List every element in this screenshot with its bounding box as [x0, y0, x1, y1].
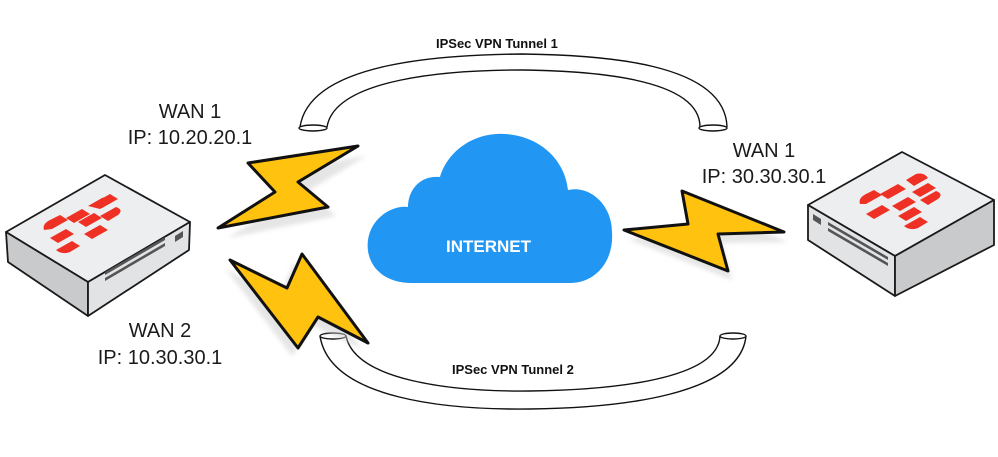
site-a-wan1-name: WAN 1	[158, 101, 222, 123]
lightning-bolt-icon	[622, 189, 788, 280]
lightning-bolt-icon	[216, 144, 366, 238]
site-a-wan2-ip: IP: 10.30.30.1	[97, 347, 223, 369]
site-b-wan1-name: WAN 1	[732, 140, 796, 162]
vpn-tunnel-1-label: IPSec VPN Tunnel 1	[436, 36, 558, 51]
vpn-tunnel-2-label: IPSec VPN Tunnel 2	[452, 362, 574, 377]
cloud-icon	[367, 133, 613, 283]
site-a-wan1-ip: IP: 10.20.20.1	[127, 127, 253, 149]
site-b-firewall-icon	[807, 151, 995, 297]
vpn-tunnel-1-pipe	[298, 53, 728, 132]
site-a-firewall-icon	[5, 174, 191, 317]
internet-label: INTERNET	[446, 237, 531, 256]
lightning-bolt-icon	[226, 252, 370, 356]
site-a-wan2-name: WAN 2	[128, 320, 192, 342]
site-b-wan1-ip: IP: 30.30.30.1	[701, 166, 827, 188]
vpn-tunnel-2-pipe	[319, 332, 747, 410]
